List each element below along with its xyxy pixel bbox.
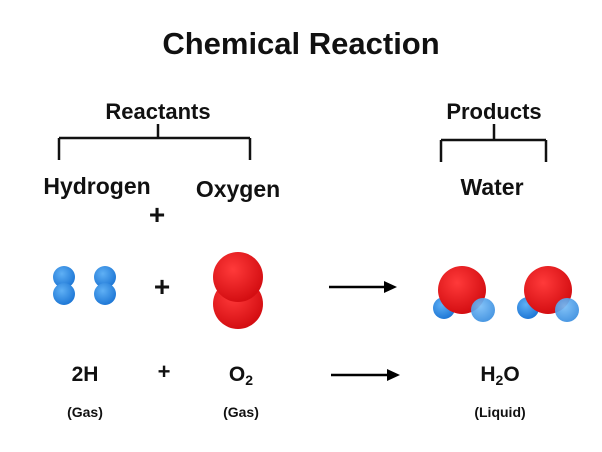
hydrogen-formula: 2H [71,363,99,386]
reaction-arrow-formula [331,369,400,381]
products-bracket [439,124,548,162]
water-symbol-o: O [503,363,520,386]
water-label: Water [460,174,524,200]
water-subscript: 2 [495,372,504,388]
diagram-title: Chemical Reaction [162,26,440,61]
oxygen-state: (Gas) [223,404,259,420]
hydrogen-label: Hydrogen [43,173,151,199]
water-molecule-2 [517,266,579,322]
hydrogen-molecule-2 [94,266,116,305]
reaction-arrow-molecules [329,281,397,293]
oxygen-molecule [213,252,263,329]
hydrogen-state: (Gas) [67,404,103,420]
water-symbol-h: H [480,363,496,386]
products-label: Products [446,99,542,124]
oxygen-symbol: O [228,363,246,386]
water-molecule-1 [433,266,495,322]
oxygen-label: Oxygen [195,176,281,202]
water-formula: H2O [468,363,532,388]
reactants-label: Reactants [105,99,211,124]
reactants-bracket [57,124,252,160]
oxygen-formula: O2 [216,363,266,388]
oxygen-subscript: 2 [245,372,254,388]
water-state: (Liquid) [474,404,526,420]
plus-sign-names: + [148,199,166,230]
plus-sign-formula: + [157,359,171,384]
plus-sign-molecules: + [153,271,171,302]
hydrogen-molecule-1 [53,266,75,305]
